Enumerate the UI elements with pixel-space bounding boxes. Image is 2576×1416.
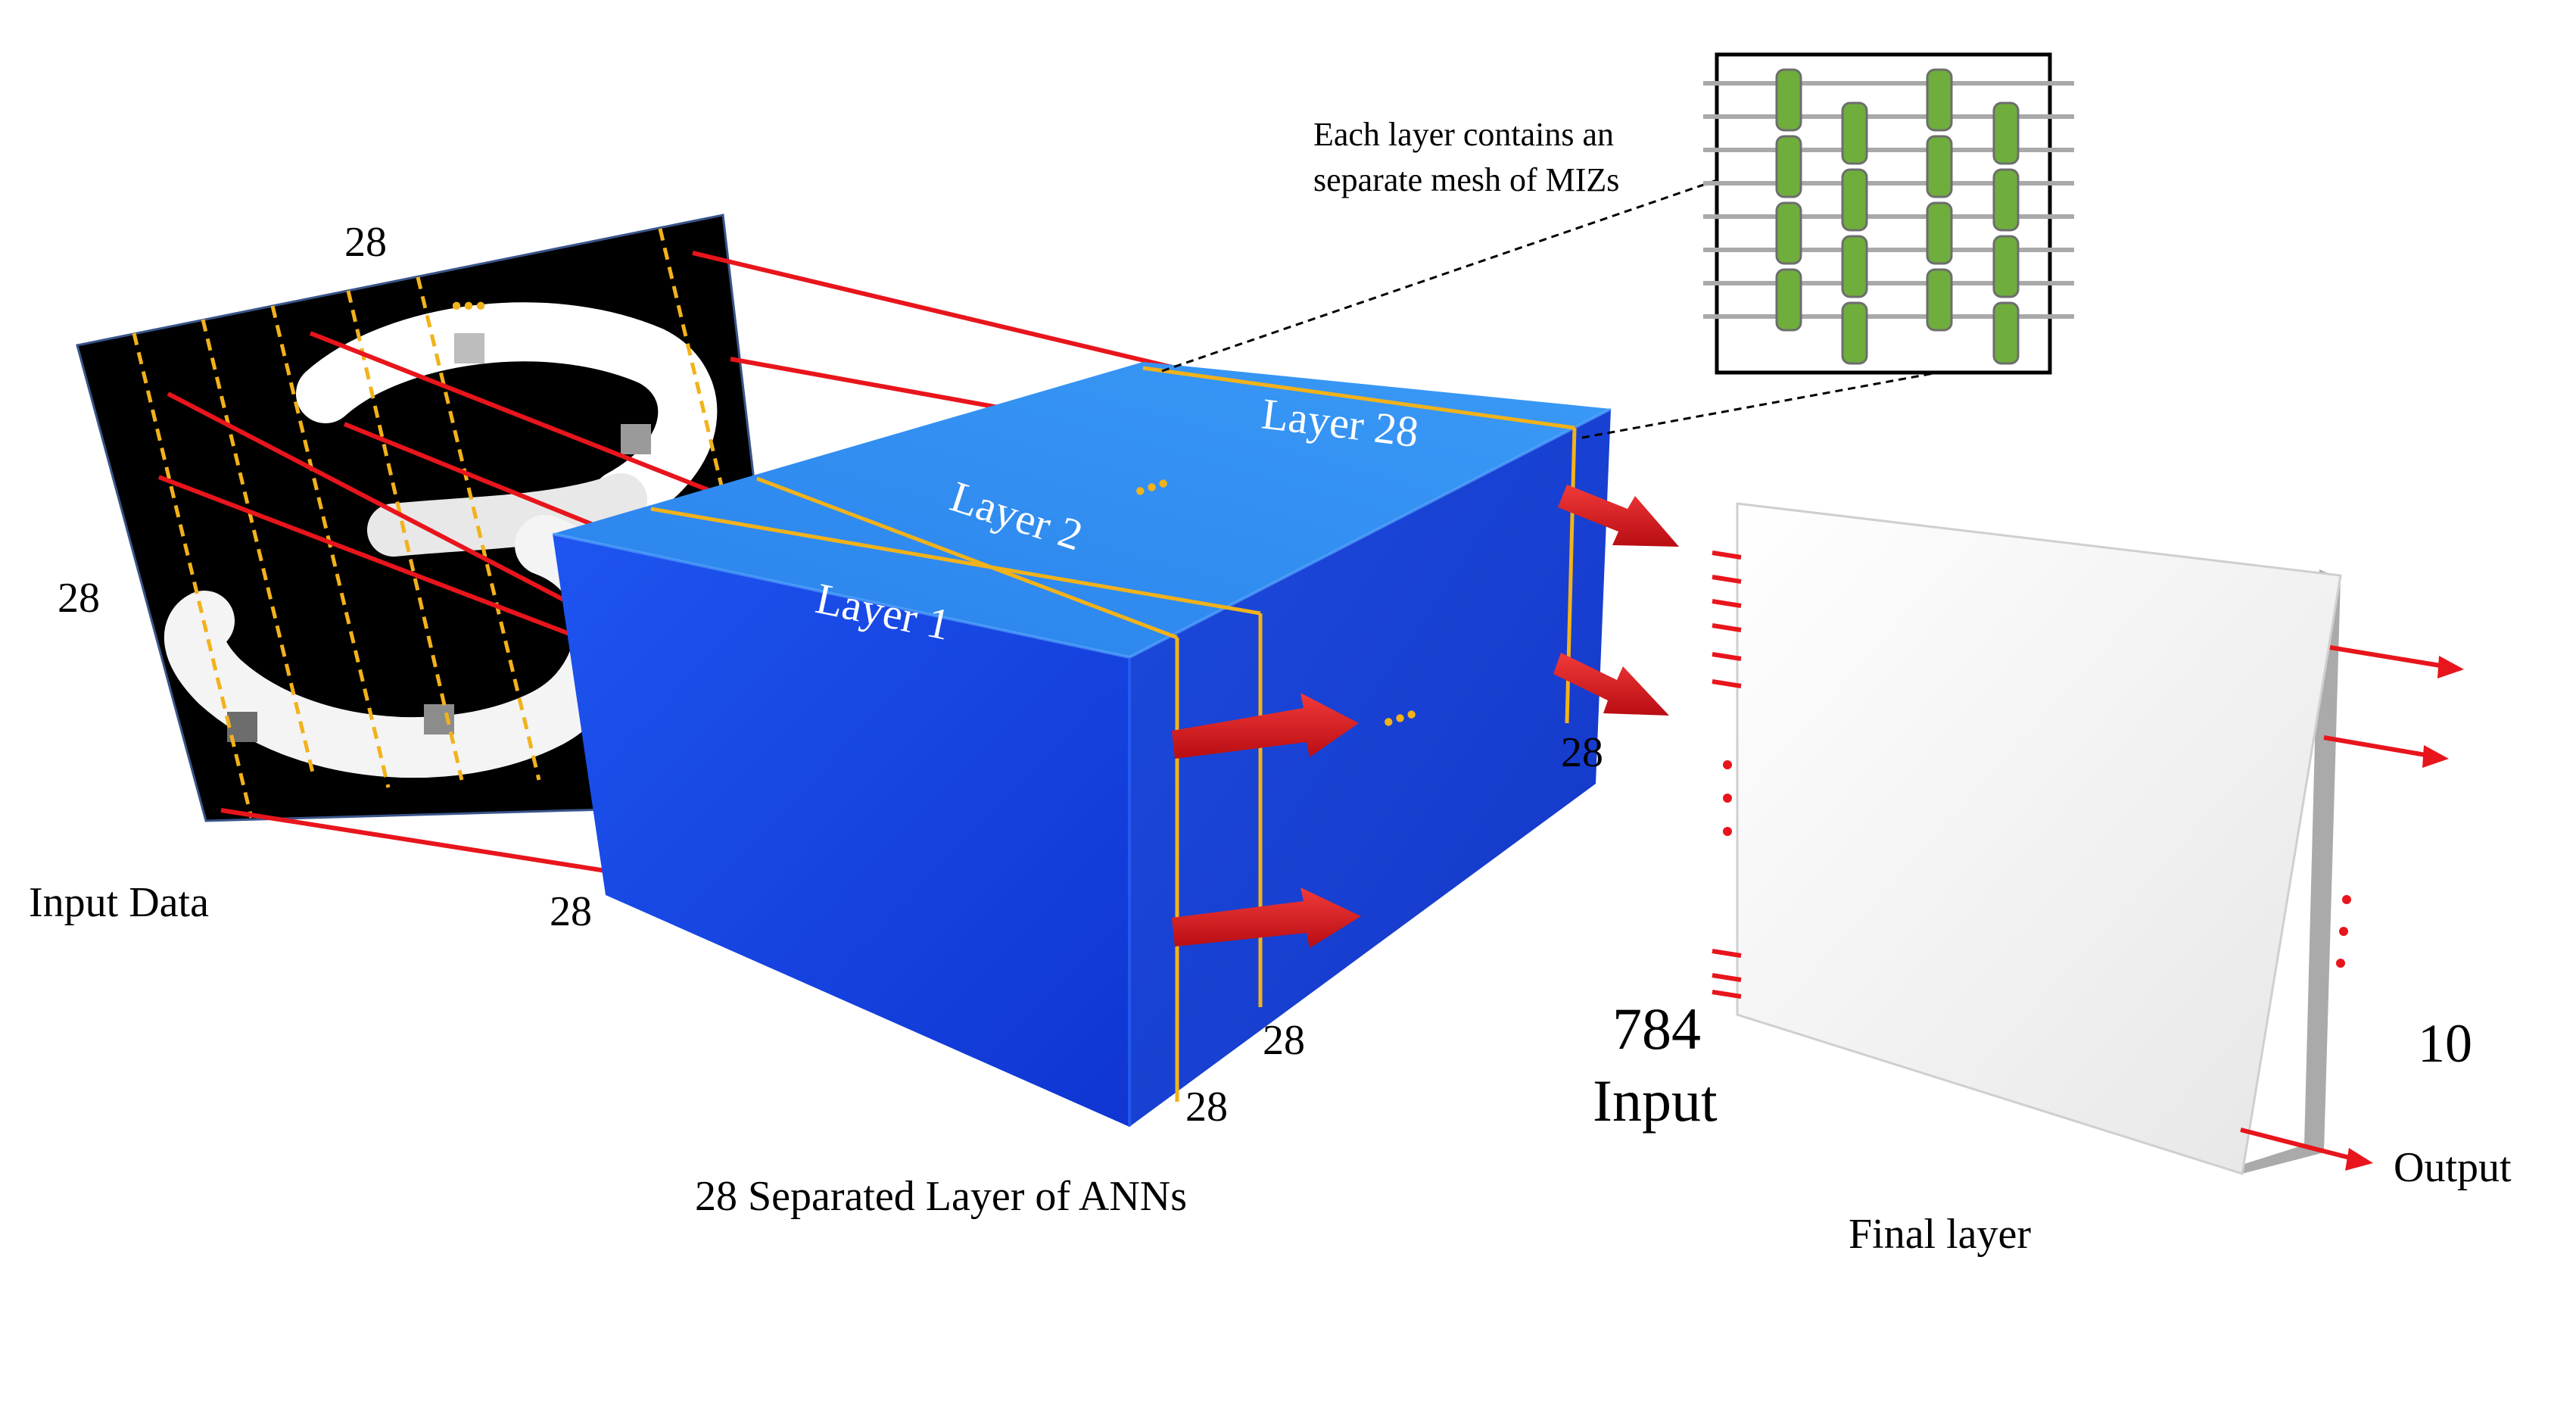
box-front-label-a: 28: [1263, 1017, 1305, 1064]
miz-mesh-inset: Each layer contains an separate mesh of …: [1161, 52, 2074, 439]
arrow-side-lower: [1553, 653, 1669, 716]
mesh-mizs: [1775, 68, 2020, 365]
miz-element: [1841, 101, 1868, 165]
box-depth-right-label: 28: [1561, 729, 1603, 776]
box-front-label-b: 28: [1185, 1084, 1228, 1131]
mesh-note-line-1: Each layer contains an: [1313, 116, 1614, 153]
miz-element: [1926, 135, 1953, 198]
panel-input-dots: [1723, 760, 1732, 836]
miz-element: [1775, 268, 1802, 332]
box-side-face: [1129, 409, 1611, 1127]
text-labels: 28 28 Input Data 28 28 28 28 28 Separate…: [29, 219, 2512, 1258]
box-front-face: [553, 534, 1129, 1127]
final-inputs-label: Input: [1593, 1068, 1718, 1134]
panel-input-ticks: [1712, 550, 1742, 999]
final-layer: [1712, 502, 2464, 1175]
input-data-label: Input Data: [29, 879, 209, 926]
box-bottom-left-label: 28: [550, 888, 592, 935]
miz-element: [1926, 201, 1953, 265]
arrow-front-lower: [1172, 887, 1361, 948]
input-height-label: 28: [58, 575, 100, 622]
miz-element: [1775, 135, 1802, 198]
callout-line-2: [1581, 371, 1939, 439]
final-inputs-count: 784: [1612, 996, 1701, 1062]
input-projection-lines: [157, 251, 1189, 873]
layer-separator-lines: [650, 366, 1577, 1102]
layers-box: Layer 1 Layer 2 Layer 28 ... ...: [552, 362, 1679, 1127]
miz-element: [1926, 268, 1953, 332]
panel-face: [1736, 502, 2342, 1175]
miz-element: [1841, 301, 1868, 365]
mesh-note-line-2: separate mesh of MIZs: [1313, 161, 1619, 198]
arrow-side-upper: [1558, 485, 1679, 547]
miz-element: [1841, 168, 1868, 232]
panel-output-arrows: [2240, 645, 2464, 1171]
box-top-face: [553, 362, 1611, 657]
miz-element: [1775, 201, 1802, 265]
miz-element: [1992, 168, 2020, 232]
box-output-arrows: [1172, 485, 1679, 948]
miz-element: [1992, 101, 2020, 165]
box-caption: 28 Separated Layer of ANNs: [695, 1173, 1187, 1220]
input-width-label: 28: [344, 219, 387, 266]
miz-element: [1926, 68, 1953, 132]
final-layer-caption: Final layer: [1849, 1211, 2031, 1258]
panel-output-dots: [2336, 895, 2351, 968]
miz-element: [1992, 301, 2020, 365]
input-slice-ellipsis: ...: [450, 266, 487, 320]
callout-line-1: [1161, 179, 1718, 373]
arrow-front-upper: [1172, 693, 1359, 759]
miz-element: [1841, 235, 1868, 298]
miz-element: [1775, 68, 1802, 132]
output-label: Output: [2394, 1144, 2512, 1191]
final-outputs-count: 10: [2418, 1013, 2472, 1074]
miz-element: [1992, 235, 2020, 298]
